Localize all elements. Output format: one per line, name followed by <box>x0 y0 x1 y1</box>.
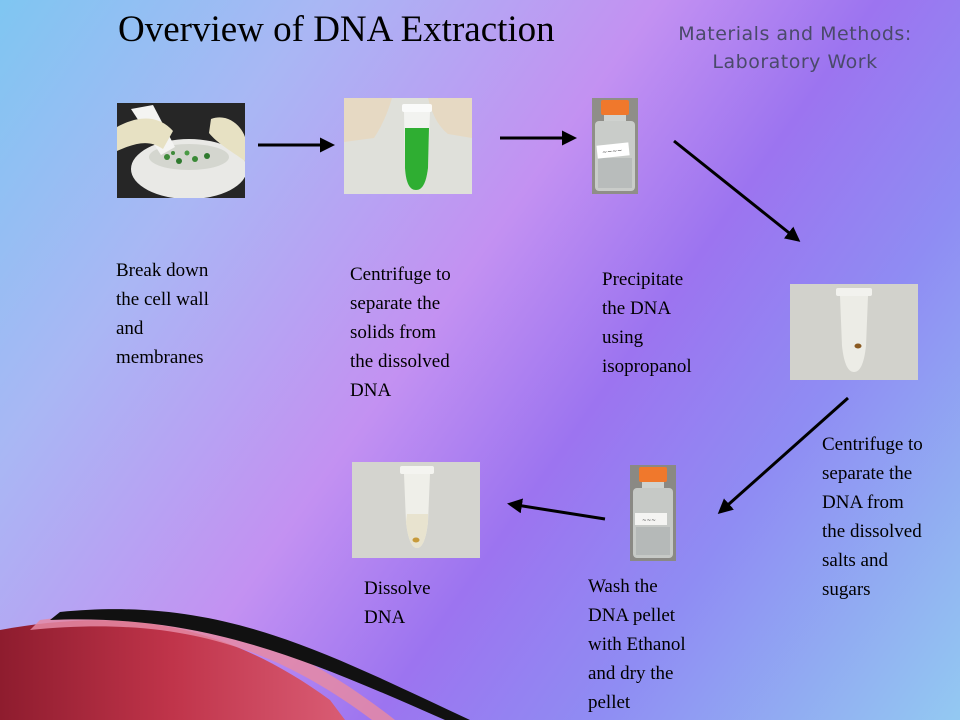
arrow-left <box>507 498 606 521</box>
caption-line: separate the <box>822 463 913 484</box>
decorative-ribbon <box>0 609 470 720</box>
caption-line: the cell wall <box>116 289 209 310</box>
step-6-caption: Dissolve DNA <box>364 574 431 632</box>
caption-line: the dissolved <box>350 351 450 372</box>
caption-line: and dry the <box>588 663 674 684</box>
arrow-down-left <box>717 396 849 514</box>
subtitle-line: Laboratory Work <box>712 51 878 73</box>
step-1-caption: Break down the cell wall and membranes <box>116 256 209 372</box>
caption-line: DNA <box>350 380 392 401</box>
slide-title: Overview of DNA Extraction <box>118 9 555 50</box>
caption-line: solids from <box>350 322 437 343</box>
caption-line: DNA pellet <box>588 605 676 626</box>
step-3-caption: Precipitate the DNA using isopropanol <box>602 265 692 381</box>
caption-line: and <box>116 318 144 339</box>
caption-line: the DNA <box>602 298 672 319</box>
caption-line: the dissolved <box>822 521 922 542</box>
caption-line: separate the <box>350 293 441 314</box>
dissolved-tube-photo <box>352 462 480 558</box>
green-tube-photo <box>344 98 472 194</box>
step-2-caption: Centrifuge to separate the solids from t… <box>350 260 451 405</box>
caption-line: membranes <box>116 347 204 368</box>
pellet-tube-photo <box>790 284 918 380</box>
caption-line: DNA from <box>822 492 904 513</box>
caption-line: Centrifuge to <box>822 434 923 455</box>
caption-line: Break down <box>116 260 209 281</box>
caption-line: Precipitate <box>602 269 684 290</box>
step-5-caption: Wash the DNA pellet with Ethanol and dry… <box>588 572 686 717</box>
caption-line: with Ethanol <box>588 634 686 655</box>
ethanol-bottle-photo: ~~~ <box>630 465 676 561</box>
slide-subtitle: Materials and Methods: Laboratory Work <box>650 20 940 76</box>
svg-text:~~~~: ~~~~ <box>602 147 623 156</box>
svg-text:~~~: ~~~ <box>642 518 656 524</box>
caption-line: Dissolve <box>364 578 431 599</box>
step-4-caption: Centrifuge to separate the DNA from the … <box>822 430 923 604</box>
caption-line: Wash the <box>588 576 658 597</box>
caption-line: isopropanol <box>602 356 692 377</box>
caption-line: sugars <box>822 579 871 600</box>
isopropanol-bottle-photo: ~~~~ <box>592 98 638 194</box>
caption-line: using <box>602 327 644 348</box>
subtitle-line: Materials and Methods: <box>678 23 912 45</box>
arrow-down-right <box>673 139 801 242</box>
caption-line: DNA <box>364 607 406 628</box>
caption-line: Centrifuge to <box>350 264 451 285</box>
caption-line: pellet <box>588 692 631 713</box>
mortar-pestle-photo <box>117 103 245 198</box>
caption-line: salts and <box>822 550 888 571</box>
